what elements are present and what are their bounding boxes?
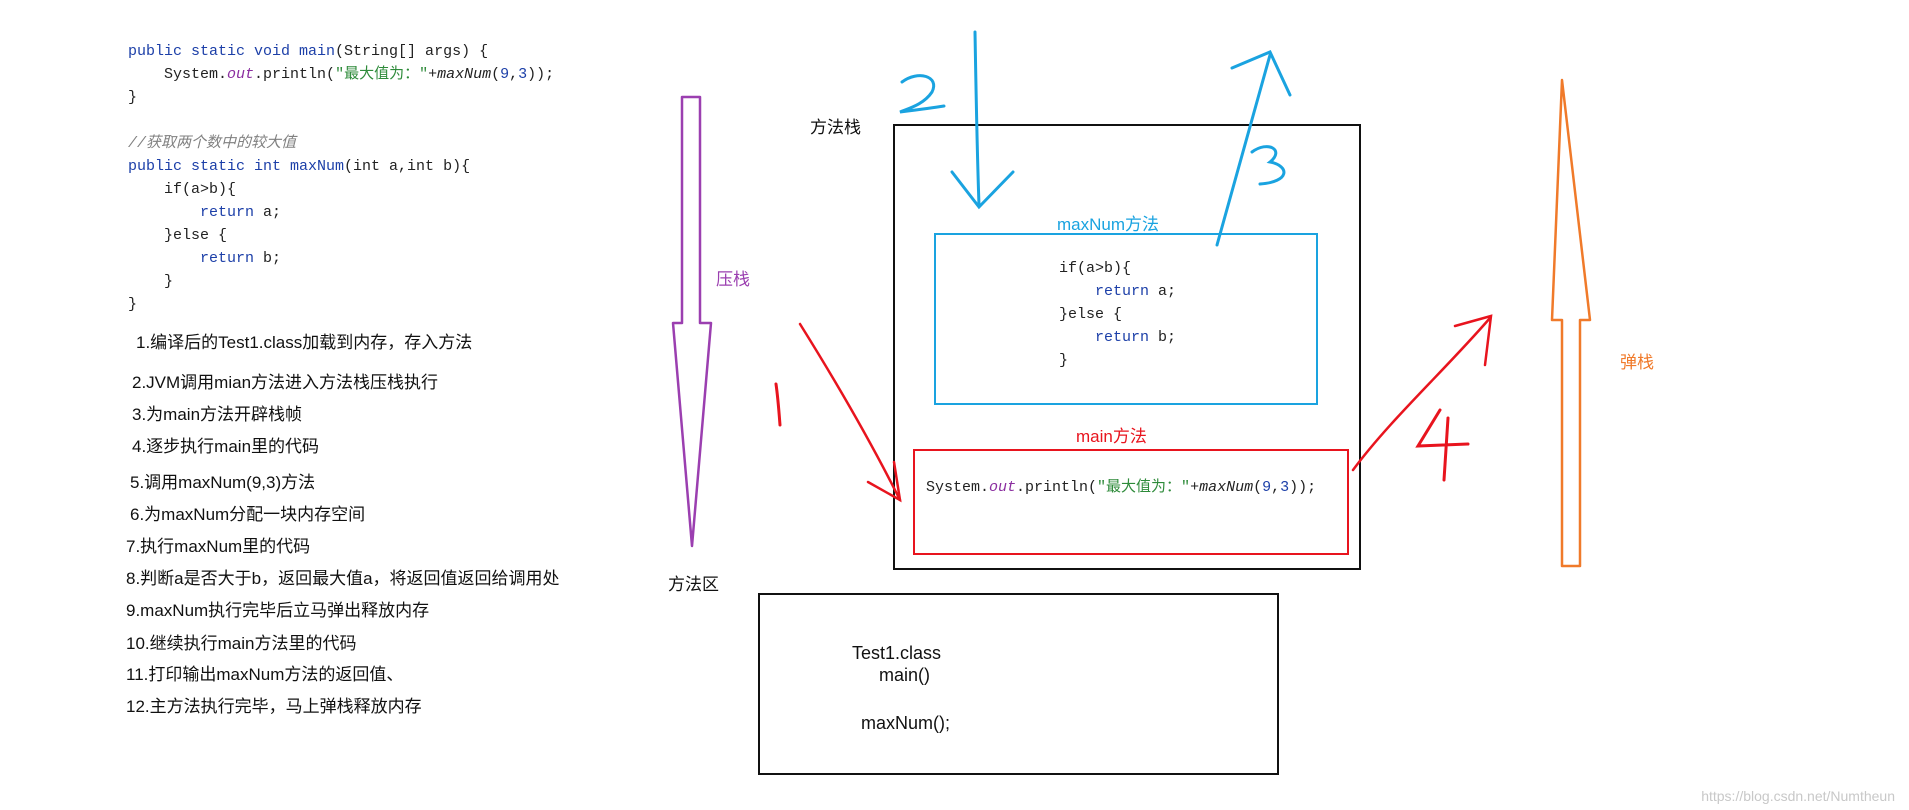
maxnum-frame-label: maxNum方法 (1057, 215, 1160, 234)
blue-up-arrow (1215, 50, 1292, 247)
main-entry-text: main() (879, 665, 931, 685)
red-out-arrow (1351, 314, 1493, 472)
hand-number-4 (1415, 408, 1470, 482)
method-stack-label: 方法栈 (810, 118, 861, 137)
method-area-label: 方法区 (668, 575, 719, 594)
step-6: 6.为maxNum分配一块内存空间 (130, 505, 366, 524)
maxnum-entry-text: maxNum(); (861, 713, 950, 733)
method-stack-box (893, 124, 1361, 570)
step-7: 7.执行maxNum里的代码 (126, 537, 311, 556)
source-code-panel: public static void main(String[] args) {… (128, 43, 555, 313)
step-8: 8.判断a是否大于b，返回最大值a，将返回值返回给调用处 (126, 569, 560, 588)
hand-number-3 (1250, 145, 1286, 186)
step-4: 4.逐步执行main里的代码 (132, 437, 320, 456)
step-1: 1.编译后的Test1.class加载到内存，存入方法 (136, 333, 473, 352)
step-3: 3.为main方法开辟栈帧 (132, 405, 303, 424)
main-frame-label: main方法 (1076, 427, 1147, 446)
maxnum-frame-code: if(a>b){ return a; }else { return b; } (1059, 260, 1177, 369)
main-frame-code: System.out.println("最大值为："+maxNum(9,3)); (926, 479, 1317, 496)
class-name-text: Test1.class (852, 643, 942, 663)
main-frame-box (913, 449, 1349, 555)
method-area-box (758, 593, 1279, 775)
step-2: 2.JVM调用mian方法进入方法栈压栈执行 (132, 373, 439, 392)
pop-arrow (1550, 78, 1592, 568)
step-11: 11.打印输出maxNum方法的返回值、 (126, 665, 404, 684)
hand-number-2 (899, 74, 946, 114)
step-10: 10.继续执行main方法里的代码 (126, 634, 357, 653)
push-arrow (671, 95, 713, 548)
step-5: 5.调用maxNum(9,3)方法 (130, 473, 316, 492)
blue-down-arrow (950, 30, 1015, 210)
step-9: 9.maxNum执行完毕后立马弹出释放内存 (126, 601, 430, 620)
pop-label: 弹栈 (1620, 353, 1654, 372)
hand-number-1 (774, 382, 782, 427)
push-label: 压栈 (716, 270, 750, 289)
step-12: 12.主方法执行完毕，马上弹栈释放内存 (126, 697, 422, 716)
red-in-arrow (798, 322, 902, 503)
maxnum-frame-box (934, 233, 1318, 405)
watermark: https://blog.csdn.net/Numtheun (1701, 788, 1895, 804)
